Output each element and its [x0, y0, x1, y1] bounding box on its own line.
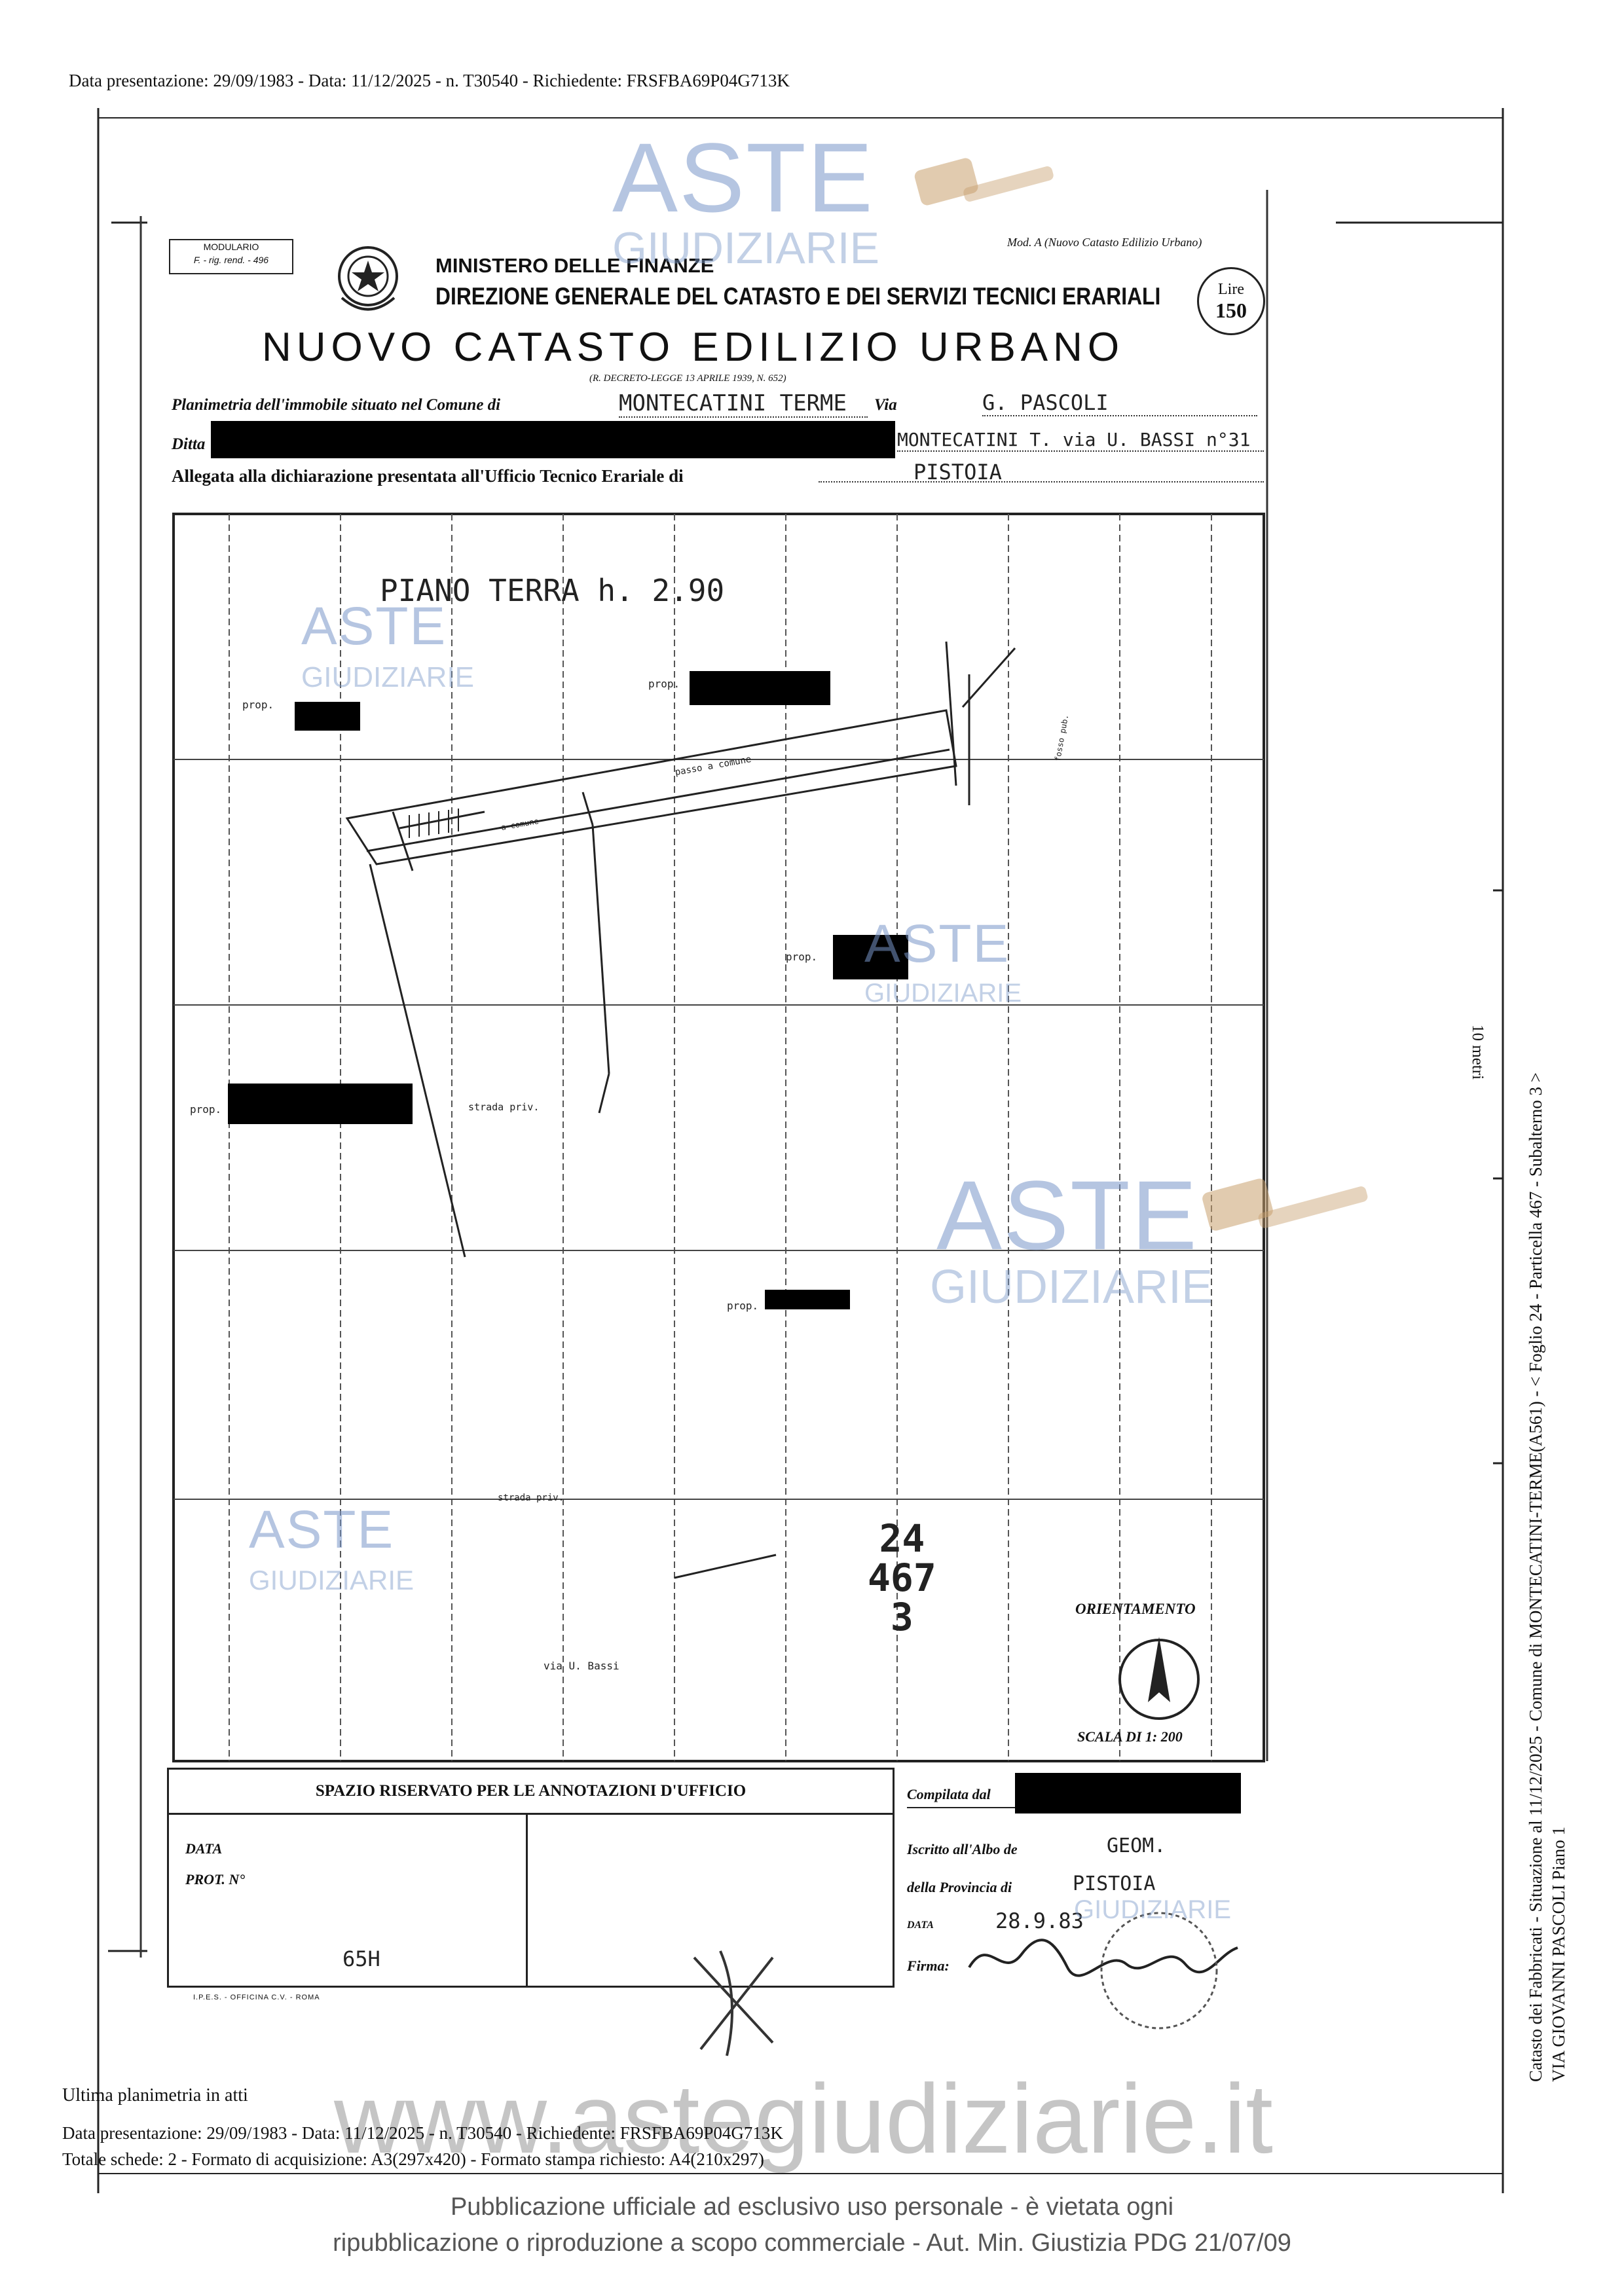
- gavel-icon: [914, 158, 1054, 206]
- subalterno-number: 3: [890, 1595, 913, 1639]
- office-number: 65H: [342, 1946, 380, 1971]
- redaction-prop-4: [228, 1084, 413, 1124]
- watermark-aste-5: ASTE: [249, 1500, 395, 1559]
- redaction-prop-2: [690, 671, 830, 705]
- orientamento-label: ORIENTAMENTO: [1075, 1601, 1196, 1617]
- watermark-aste-4: ASTE: [936, 1160, 1198, 1270]
- footer-line-1: Data presentazione: 29/09/1983 - Data: 1…: [62, 2123, 783, 2143]
- via-label: Via: [874, 396, 897, 414]
- foglio-numbers: 24 467 3: [868, 1519, 936, 1637]
- office-data-label: DATA: [185, 1840, 223, 1857]
- footer-notice-1: Pubblicazione ufficiale ad esclusivo uso…: [450, 2193, 1174, 2221]
- signature: [968, 1939, 1238, 1977]
- prop-label-2: prop.: [648, 678, 680, 690]
- compiler-data-value: 28.9.83: [995, 1908, 1084, 1933]
- redaction-prop-1: [295, 702, 360, 731]
- watermark-giudiziarie-6: GIUDIZIARIE: [1074, 1895, 1232, 1924]
- watermark-giudiziarie-4: GIUDIZIARIE: [930, 1261, 1213, 1313]
- office-prot-label: PROT. N°: [185, 1871, 246, 1887]
- comune-value: MONTECATINI TERME: [619, 390, 868, 418]
- compass-icon: [1118, 1637, 1200, 1720]
- redaction-ditta: [211, 421, 895, 458]
- modulario-box: MODULARIO F. - rig. rend. - 496: [169, 239, 293, 274]
- firma-label: Firma:: [907, 1958, 950, 1974]
- compilata-label: Compilata dal: [907, 1786, 991, 1802]
- side-text-1: Catasto dei Fabbricati - Situazione al 1…: [1526, 1072, 1545, 2082]
- office-box-title: SPAZIO RISERVATO PER LE ANNOTAZIONI D'UF…: [169, 1770, 893, 1815]
- allegata-label: Allegata alla dichiarazione presentata a…: [172, 466, 684, 486]
- ditta-label: Ditta: [172, 435, 206, 453]
- gavel-icon-2: [1202, 1178, 1368, 1231]
- strada-label-2: strada priv.: [498, 1493, 564, 1503]
- via-u-bassi-label: via U. Bassi: [544, 1660, 619, 1672]
- piano-label: PIANO TERRA h. 2.90: [380, 573, 725, 608]
- allegata-value: PISTOIA: [913, 460, 1002, 484]
- footer-ultima: Ultima planimetria in atti: [62, 2085, 248, 2105]
- prop-label-4: prop.: [190, 1103, 222, 1116]
- watermark-giudiziarie-top: GIUDIZIARIE: [612, 223, 880, 273]
- ministry: MINISTERO DELLE FINANZE: [435, 254, 714, 277]
- redaction-prop-3: [833, 935, 908, 979]
- ditta-value: MONTECATINI T. via U. BASSI n°31: [897, 429, 1264, 452]
- scribble-mark: [693, 1950, 774, 2056]
- compilata-line: [907, 1807, 1015, 1808]
- price-stamp: Lire 150: [1197, 267, 1265, 335]
- redaction-compiler: [1015, 1773, 1241, 1813]
- watermark-giudiziarie-5: GIUDIZIARIE: [249, 1565, 415, 1595]
- watermark-aste-2: ASTE: [301, 596, 447, 656]
- prop-label-3: prop.: [786, 951, 818, 963]
- watermark-giudiziarie-2: GIUDIZIARIE: [301, 661, 475, 693]
- price-value: 150: [1215, 299, 1247, 322]
- strada-label: strada priv.: [468, 1101, 540, 1113]
- office-box: SPAZIO RISERVATO PER LE ANNOTAZIONI D'UF…: [167, 1768, 895, 1988]
- provincia-label: della Provincia di: [907, 1879, 1012, 1895]
- watermark-giudiziarie-3: GIUDIZIARIE: [864, 979, 1022, 1008]
- scala-label: SCALA DI 1: 200: [1077, 1728, 1183, 1745]
- scale-unit: 10 metri: [1469, 1025, 1486, 1080]
- foglio-number: 24: [879, 1516, 925, 1561]
- modulario-code: F. - rig. rend. - 496: [193, 255, 269, 265]
- particella-number: 467: [868, 1556, 936, 1600]
- header-line: Data presentazione: 29/09/1983 - Data: 1…: [69, 71, 790, 90]
- modulario-label: MODULARIO: [203, 242, 259, 252]
- watermark-site: www.astegiudiziarie.it: [334, 2064, 1273, 2174]
- decreto: (R. DECRETO-LEGGE 13 APRILE 1939, N. 652…: [589, 373, 786, 384]
- printer-label: I.P.E.S. - OFFICINA C.V. - ROMA: [193, 1994, 320, 2001]
- via-value: G. PASCOLI: [982, 390, 1257, 416]
- iscritto-label: Iscritto all'Albo de: [907, 1841, 1018, 1857]
- compiler-data-label: DATA: [907, 1920, 934, 1931]
- iscritto-value: GEOM.: [1107, 1834, 1166, 1857]
- stamp-icon: [1100, 1912, 1218, 2030]
- footer-line-2: Totale schede: 2 - Formato di acquisizio…: [62, 2149, 764, 2169]
- direzione: DIREZIONE GENERALE DEL CATASTO E DEI SER…: [435, 283, 1161, 310]
- page-title: NUOVO CATASTO EDILIZIO URBANO: [262, 325, 1125, 370]
- planimetria-label: Planimetria dell'immobile situato nel Co…: [172, 396, 501, 414]
- emblem-icon: [338, 246, 398, 311]
- allegata-line: [819, 481, 1264, 483]
- side-text-2: VIA GIOVANNI PASCOLI Piano 1: [1549, 1826, 1568, 2082]
- prop-label-5: prop.: [727, 1300, 759, 1312]
- mod-a: Mod. A (Nuovo Catasto Edilizio Urbano): [1007, 236, 1202, 249]
- watermark-aste-top: ASTE: [612, 122, 874, 232]
- watermark-aste-3: ASTE: [864, 914, 1010, 974]
- office-box-divider: [526, 1813, 528, 1986]
- prop-label-1: prop.: [242, 699, 274, 711]
- provincia-value: PISTOIA: [1073, 1872, 1156, 1895]
- price-label: Lire: [1218, 281, 1244, 298]
- redaction-prop-5: [765, 1290, 850, 1309]
- footer-notice-2: ripubblicazione o riproduzione a scopo c…: [333, 2229, 1291, 2257]
